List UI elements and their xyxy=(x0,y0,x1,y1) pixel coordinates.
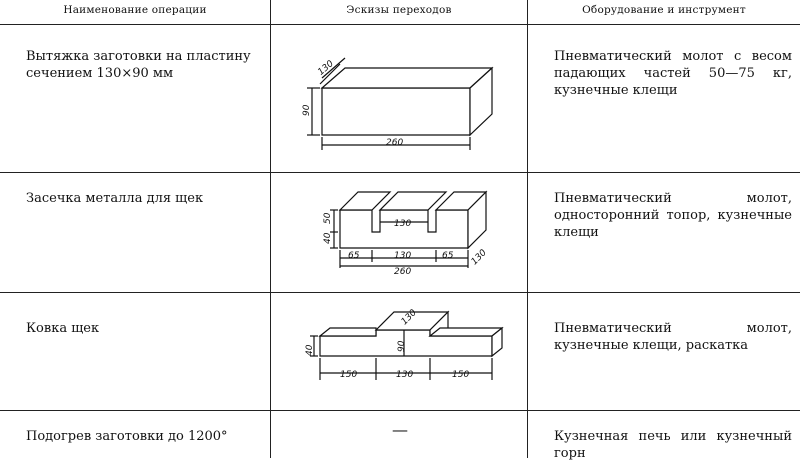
equipment-text: Пневматический молот с весом падающих ча… xyxy=(554,49,792,98)
dim-label: 260 xyxy=(386,138,403,148)
dim-label: 90 xyxy=(397,340,407,352)
column-divider xyxy=(270,0,271,458)
dim-label: 150 xyxy=(452,370,469,380)
dim-label: 65 xyxy=(442,251,454,261)
header-operation: Наименование операции xyxy=(63,4,207,16)
row-divider xyxy=(0,410,800,411)
dim-label: 50 xyxy=(323,212,333,224)
dim-label: 65 xyxy=(348,251,360,261)
operation-name: Вытяжка заготовки на пластину сечением 1… xyxy=(26,49,251,81)
operation-name: Засечка металла для щек xyxy=(26,191,204,206)
sketch-notched-bar: 40 50 130 65 130 65 260 130 xyxy=(323,190,489,277)
dim-label: 130 xyxy=(394,219,411,229)
sketch-stepped-part: 40 90 130 150 130 150 xyxy=(305,308,504,380)
operation-name: Подогрев заготовки до 1200° xyxy=(26,429,228,444)
empty-sketch-dash: — xyxy=(392,420,408,439)
row-divider xyxy=(0,292,800,293)
equipment-text: Кузнечная печь или кузнечный горн xyxy=(554,429,792,461)
dim-label: 130 xyxy=(470,248,489,267)
dim-label: 130 xyxy=(396,370,413,380)
row-divider xyxy=(0,172,800,173)
equipment-text: Пневматический молот, односторонний топо… xyxy=(554,191,792,240)
column-divider xyxy=(527,0,528,458)
dim-label: 150 xyxy=(340,370,357,380)
dim-label: 40 xyxy=(323,232,333,244)
dim-label: 90 xyxy=(302,104,312,116)
dim-label: 130 xyxy=(394,251,411,261)
operation-name: Ковка щек xyxy=(26,321,100,336)
equipment-text: Пневматический молот, кузнечные клещи, р… xyxy=(554,321,792,353)
header-divider xyxy=(0,24,800,25)
dim-label: 40 xyxy=(305,344,315,356)
dim-label: 260 xyxy=(394,267,411,277)
header-equipment: Оборудование и инструмент xyxy=(582,4,746,16)
sketch-bar: 90 260 130 xyxy=(302,57,494,150)
header-sketch: Эскизы переходов xyxy=(346,4,452,16)
